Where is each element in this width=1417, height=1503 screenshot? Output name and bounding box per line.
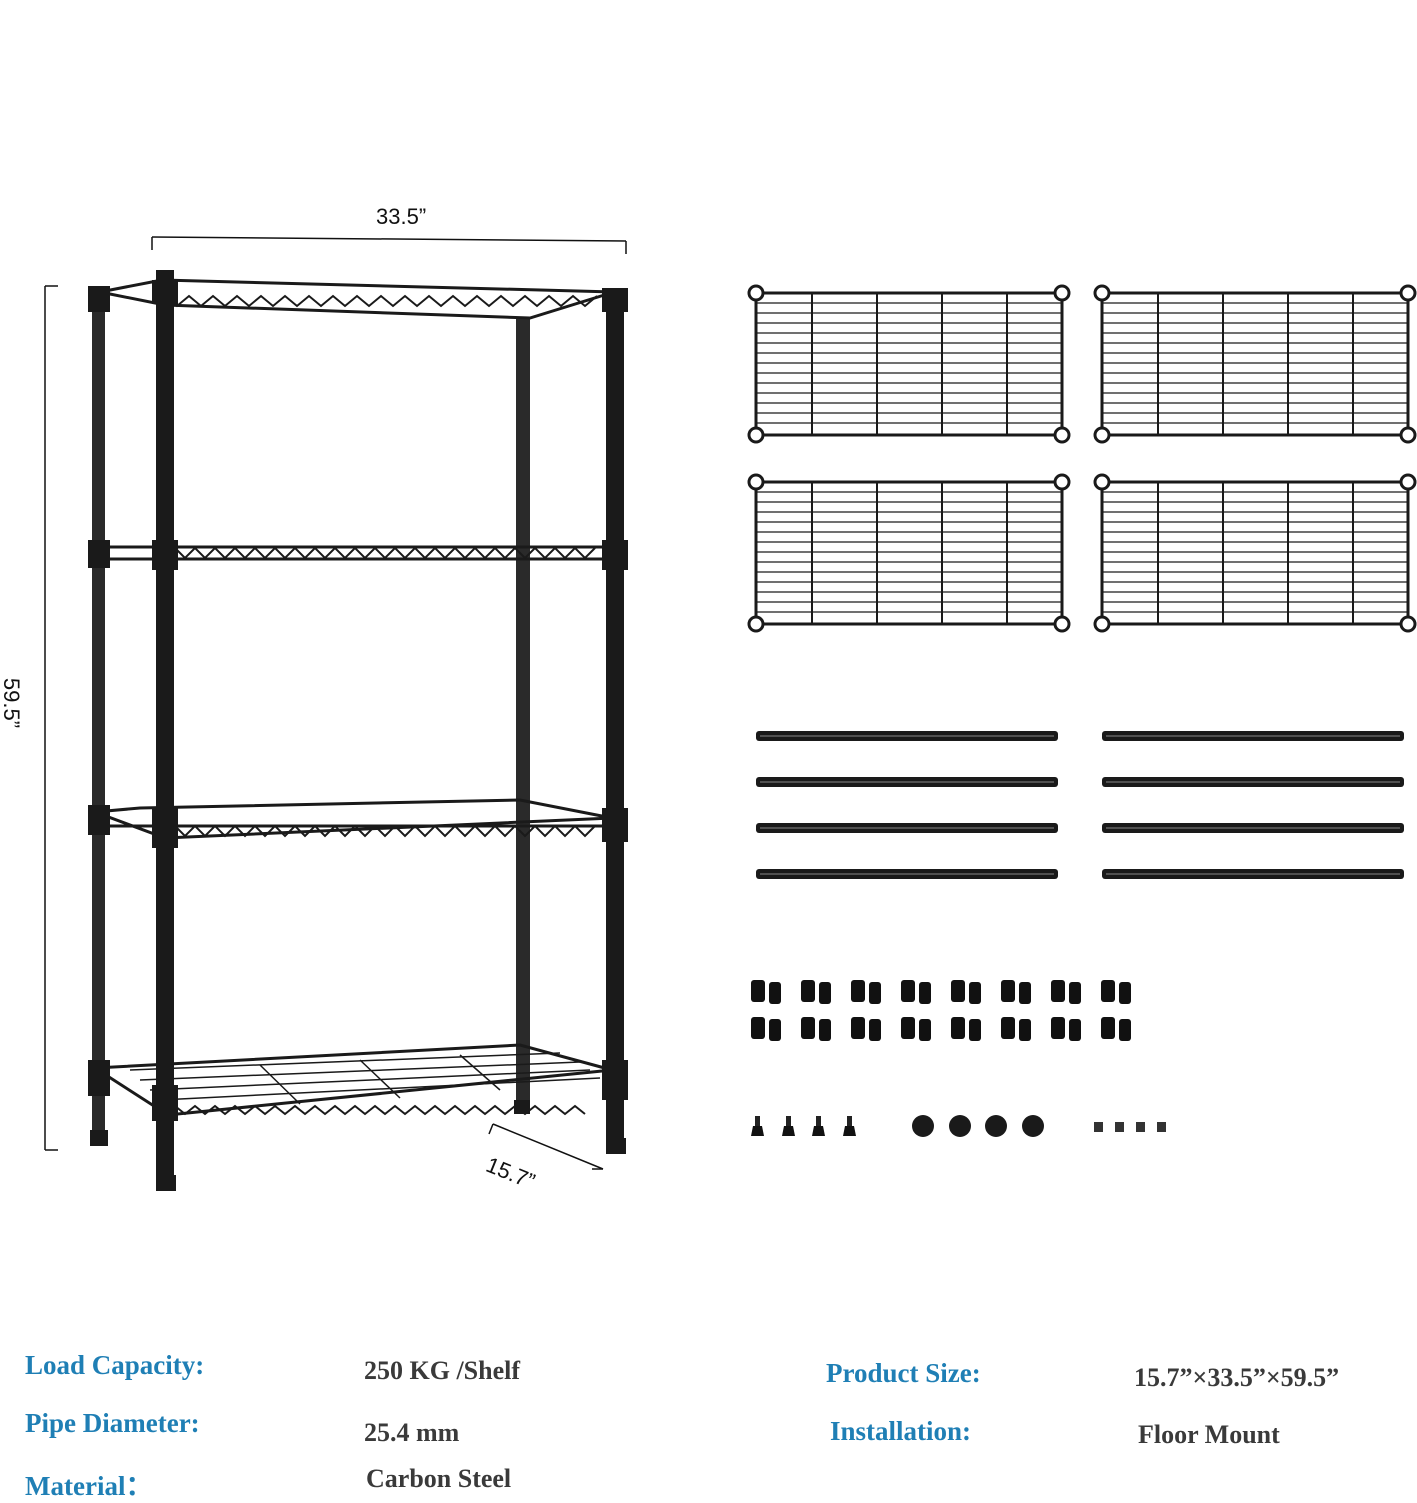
end-caps xyxy=(912,1115,1044,1137)
shelf-panels xyxy=(747,284,1417,633)
pipe-diameter-value: 25.4 mm xyxy=(364,1418,460,1447)
front-poles xyxy=(88,270,628,1191)
material-label: Material： xyxy=(25,1471,153,1501)
leveling-feet xyxy=(751,1116,856,1136)
depth-dimension-line xyxy=(488,1123,604,1170)
product-size-value: 15.7”×33.5”×59.5” xyxy=(1134,1363,1340,1392)
width-dimension-line xyxy=(151,236,627,254)
width-dimension-label: 33.5” xyxy=(376,204,427,229)
pipe-diameter-label: Pipe Diameter: xyxy=(25,1408,200,1438)
product-size-label: Product Size: xyxy=(826,1358,981,1388)
assembled-shelves xyxy=(90,278,615,1117)
installation-value: Floor Mount xyxy=(1138,1420,1280,1449)
poles xyxy=(755,730,1405,880)
back-poles xyxy=(92,300,530,1140)
plastic-sleeves xyxy=(751,980,1131,1041)
installation-label: Installation: xyxy=(830,1416,972,1446)
height-dimension-line xyxy=(44,285,58,1151)
material-value: Carbon Steel xyxy=(366,1464,512,1493)
load-capacity-label: Load Capacity: xyxy=(25,1350,205,1380)
load-capacity-value: 250 KG /Shelf xyxy=(364,1356,521,1385)
small-connectors xyxy=(1094,1122,1166,1132)
